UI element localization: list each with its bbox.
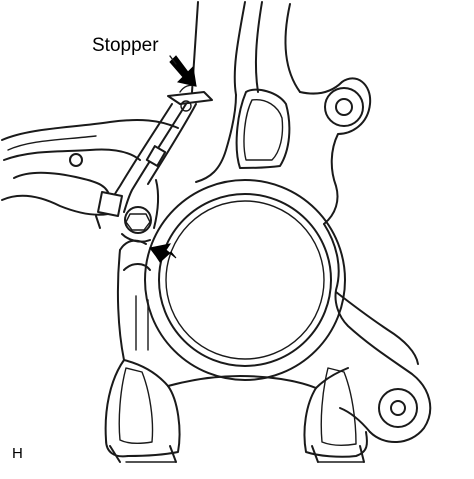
left-boss	[119, 239, 151, 351]
right-arm	[323, 223, 432, 444]
view-code-label: H	[12, 445, 23, 462]
hub-bore	[144, 179, 346, 381]
stopper-label: Stopper	[92, 35, 159, 56]
stopper-leader	[169, 55, 177, 65]
lower-arm	[1, 119, 179, 216]
knuckle-body	[195, 77, 372, 225]
arrow-icon	[169, 55, 197, 87]
stopper-bracket	[95, 84, 213, 243]
upper-strut	[191, 1, 301, 96]
lower-feet	[104, 249, 368, 463]
arrow-icon	[149, 243, 177, 263]
